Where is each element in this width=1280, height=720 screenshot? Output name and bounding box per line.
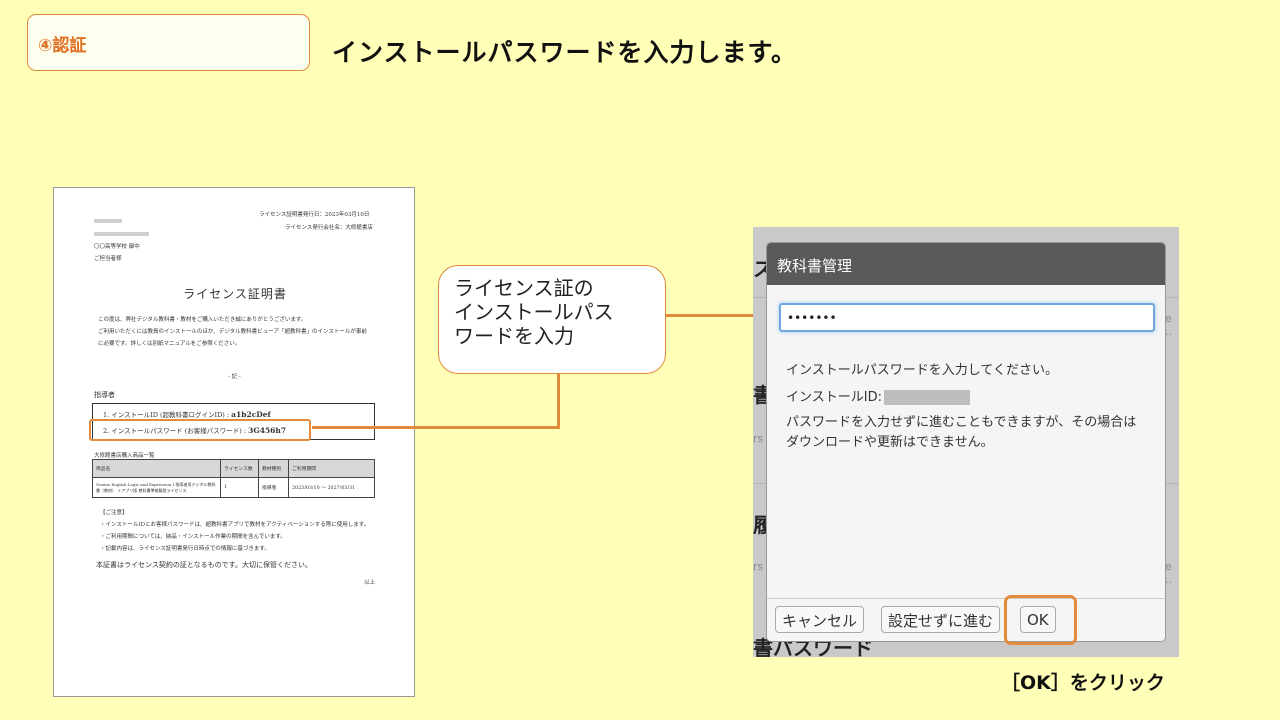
- dialog-title: 教科書管理: [767, 243, 1165, 285]
- ok-button[interactable]: OK: [1020, 606, 1056, 633]
- footer-divider: [767, 598, 1165, 599]
- note-line: ・ご利用期間については、納品・インストール作業の期間を含んでいます。: [100, 534, 286, 540]
- install-id-label: インストールID:: [786, 390, 882, 405]
- install-password-row: 2. インストールパスワード (お客様パスワード) : 3G456h7: [103, 425, 286, 435]
- background-text: e ..: [1165, 312, 1172, 338]
- install-password-value: 3G456h7: [248, 426, 287, 435]
- note-line: ・記載内容は、ライセンス証明書発行日時点での情報に基づきます。: [100, 546, 270, 552]
- page-headline: インストールパスワードを入力します。: [332, 38, 798, 67]
- intro-line: この度は、弊社デジタル教科書・教材をご購入いただき誠にありがとうございます。: [98, 317, 307, 323]
- callout-line: ワードを入力: [454, 324, 574, 348]
- table-header: 商品名: [92, 459, 221, 478]
- table-header: 教材種別: [258, 459, 289, 478]
- dialog-note: パスワードを入力せずに進むこともできますが、その場合は: [786, 415, 1137, 430]
- redacted-text: [94, 219, 122, 223]
- school-name: 〇〇高等学校 御中: [94, 244, 140, 250]
- table-header: ご利用期間: [288, 459, 375, 478]
- connector-line: [312, 426, 560, 429]
- table-header-row: 商品名 ライセンス数 教材種別 ご利用期間: [92, 459, 375, 478]
- ijo-mark: 以上: [364, 580, 376, 586]
- install-id-line: インストールID:: [786, 386, 970, 405]
- license-certificate: ライセンス証明書発行日：2023年03月10日 ライセンス発行会社名：大修館書店…: [53, 187, 415, 697]
- step-badge: ④認証: [27, 14, 310, 71]
- arrow-line: [666, 314, 772, 317]
- install-id-value: a1b2cDef: [231, 410, 271, 419]
- table-cell: Genius English Logic and Expression I 指導…: [92, 477, 221, 498]
- password-input[interactable]: [779, 303, 1155, 332]
- redacted-text: [94, 232, 149, 236]
- section-label: 指導者: [94, 391, 115, 399]
- intro-line: に必要です。詳しくは別紙マニュアルをご参照ください。: [98, 341, 241, 347]
- install-id-label: 1. インストールID (超教科書ログインID) :: [103, 411, 230, 419]
- table-cell: 指導者: [258, 477, 289, 498]
- intro-line: ご利用いただくには教員のインストールのほか、デジタル教科書ビューア「超教科書」の…: [98, 329, 367, 335]
- table-header: ライセンス数: [220, 459, 259, 478]
- background-text: e ..: [1165, 560, 1172, 586]
- callout-line: インストールパス: [454, 300, 614, 324]
- step-label: ④認証: [38, 36, 87, 56]
- ki-mark: - 記 -: [228, 374, 241, 380]
- redacted-id: [883, 390, 970, 405]
- ok-highlight: [1004, 595, 1077, 645]
- callout-bubble: ライセンス証の インストールパス ワードを入力: [438, 265, 666, 374]
- background-text: rs: [753, 560, 764, 573]
- notes-head: 【ご注意】: [100, 510, 128, 516]
- table-cell: 1: [220, 477, 259, 498]
- install-password-label: 2. インストールパスワード (お客様パスワード) :: [103, 427, 247, 435]
- click-caption: ［OK］をクリック: [1001, 672, 1165, 694]
- connector-line: [557, 374, 560, 429]
- table-cell: 2023/03/10 ～ 2027/03/31: [288, 477, 375, 498]
- certificate-title: ライセンス証明書: [183, 287, 287, 301]
- install-id-row: 1. インストールID (超教科書ログインID) : a1b2cDef: [103, 409, 271, 419]
- issuer: ライセンス発行会社名：大修館書店: [285, 225, 373, 231]
- password-highlight: [89, 419, 311, 441]
- note-line: ・インストールIDとお客様パスワードは、超教科書アプリで教材をアクティベーション…: [100, 522, 370, 528]
- product-table: 商品名 ライセンス数 教材種別 ご利用期間 Genius English Log…: [92, 459, 375, 498]
- background-text: rs: [753, 432, 764, 445]
- textbook-manager-dialog: 教科書管理 インストールパスワードを入力してください。 インストールID: パス…: [766, 242, 1166, 642]
- callout-line: ライセンス証の: [454, 276, 594, 300]
- skip-setup-button[interactable]: 設定せずに進む: [881, 606, 1001, 633]
- recipient: ご担当者様: [94, 256, 122, 262]
- footer-note: 本証書はライセンス契約の証となるものです。大切に保管ください。: [96, 561, 312, 569]
- cancel-button[interactable]: キャンセル: [775, 606, 865, 633]
- dialog-note: ダウンロードや更新はできません。: [786, 435, 994, 450]
- table-row: Genius English Logic and Expression I 指導…: [92, 477, 375, 498]
- table-caption: 大修館書店購入商品一覧: [94, 453, 155, 459]
- issue-date: ライセンス証明書発行日：2023年03月10日: [259, 212, 370, 218]
- app-screenshot: ス 書 rs 履 rs e .. e .. 書パスワード 教科書管理 インストー…: [753, 227, 1179, 657]
- dialog-message: インストールパスワードを入力してください。: [786, 363, 1058, 378]
